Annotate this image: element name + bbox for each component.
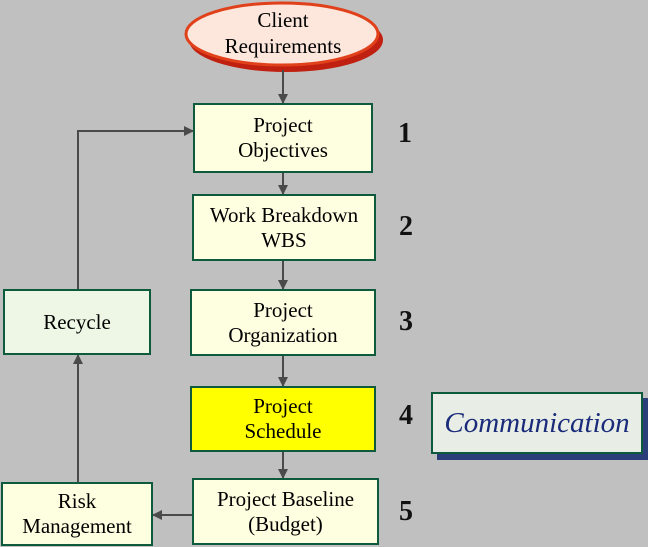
project-organization-box: Project Organization <box>190 289 376 356</box>
step-number-2: 2 <box>399 211 413 242</box>
client-requirements-label: Client Requirements <box>186 6 380 60</box>
project-objectives-line2: Objectives <box>238 138 328 162</box>
communication-box: Communication <box>431 392 643 454</box>
client-ellipse <box>184 1 380 67</box>
recycle-label: Recycle <box>43 309 111 334</box>
recycle-box: Recycle <box>3 289 151 355</box>
project-schedule-line2: Schedule <box>244 419 322 443</box>
risk-management-line2: Management <box>22 514 132 538</box>
work-breakdown-box: Work Breakdown WBS <box>192 194 376 261</box>
project-objectives-box: Project Objectives <box>193 103 373 173</box>
risk-management-line1: Risk <box>57 489 97 513</box>
step-number-3: 3 <box>399 306 413 337</box>
communication-label: Communication <box>444 406 630 439</box>
work-breakdown-line2: WBS <box>261 227 307 252</box>
step-number-5: 5 <box>399 496 413 527</box>
project-baseline-line2: (Budget) <box>248 511 323 536</box>
step-number-1: 1 <box>398 118 412 149</box>
client-requirements-line2: Requirements <box>224 34 342 58</box>
project-objectives-line1: Project <box>253 113 313 137</box>
client-requirements-line1: Client <box>257 8 309 32</box>
project-organization-line2: Organization <box>228 322 338 347</box>
risk-management-box: Risk Management <box>1 482 153 546</box>
project-organization-line1: Project <box>253 297 313 322</box>
project-schedule-line1: Project <box>253 394 313 418</box>
project-baseline-line1: Project Baseline <box>216 486 355 511</box>
project-baseline-box: Project Baseline (Budget) <box>192 478 379 545</box>
work-breakdown-line1: Work Breakdown <box>209 202 359 227</box>
step-number-4: 4 <box>399 400 413 431</box>
arrow-recycle-to-objectives <box>77 126 194 289</box>
project-schedule-box: Project Schedule <box>190 386 376 452</box>
